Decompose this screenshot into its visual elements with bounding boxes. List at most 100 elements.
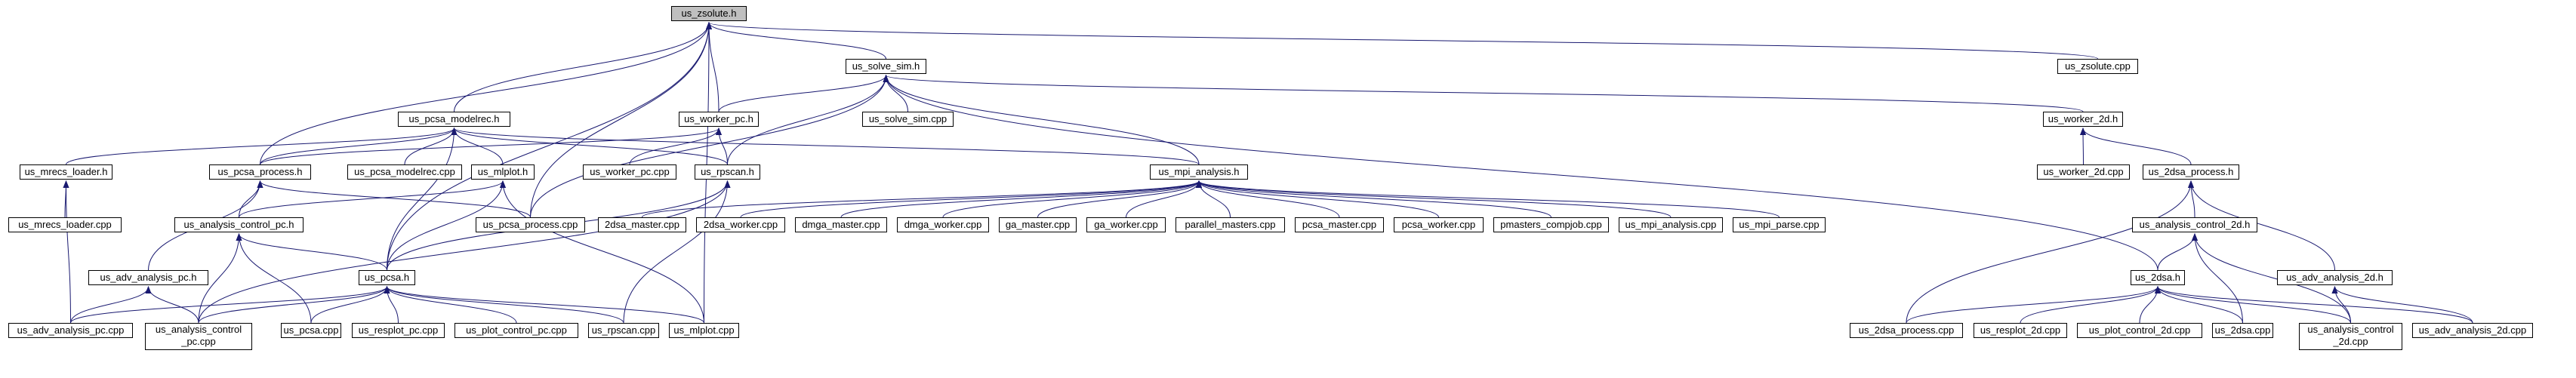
node-us-mrecs-loader-cpp[interactable]: us_mrecs_loader.cpp <box>8 217 122 232</box>
node-label: ga_master.cpp <box>1005 219 1071 230</box>
node-us-pcsa-cpp[interactable]: us_pcsa.cpp <box>281 323 341 338</box>
node-us-rpscan-cpp[interactable]: us_rpscan.cpp <box>588 323 659 338</box>
node-label: us_mlplot.cpp <box>673 324 735 336</box>
edge-us-pcsa-modelrec-h-to-us-zsolute-h <box>454 22 712 112</box>
edge-us-adv-analysis-pc-cpp-to-us-pcsa-h <box>70 286 390 324</box>
node-us-worker-pc-cpp[interactable]: us_worker_pc.cpp <box>583 164 676 180</box>
node-ga-worker-cpp[interactable]: ga_worker.cpp <box>1086 217 1166 232</box>
node-pcsa-master-cpp[interactable]: pcsa_master.cpp <box>1295 217 1384 232</box>
node-label: _2d.cpp <box>2333 336 2368 347</box>
node-us-analysis-control-2d-h[interactable]: us_analysis_control_2d.h <box>2132 217 2257 232</box>
node-label: 2dsa_worker.cpp <box>703 219 778 230</box>
node-pcsa-worker-cpp[interactable]: pcsa_worker.cpp <box>1394 217 1484 232</box>
node-us-mpi-parse-cpp[interactable]: us_mpi_parse.cpp <box>1733 217 1826 232</box>
node-us-2dsa-process-cpp[interactable]: us_2dsa_process.cpp <box>1850 323 1963 338</box>
node-label: us_mpi_analysis.cpp <box>1625 219 1717 230</box>
edge-us-2dsa-process-h-to-us-worker-2d-h <box>2080 128 2192 165</box>
edge-us-analysis-control-pc-cpp-to-us-pcsa-h <box>198 286 390 324</box>
node-us-pcsa-process-cpp[interactable]: us_pcsa_process.cpp <box>476 217 585 232</box>
node-label: ga_worker.cpp <box>1094 219 1158 230</box>
edge-us-pcsa-h-to-us-mlplot-h <box>387 180 506 271</box>
node-us-resplot-2d-cpp[interactable]: us_resplot_2d.cpp <box>1974 323 2067 338</box>
node-us-mpi-analysis-h[interactable]: us_mpi_analysis.h <box>1150 164 1248 180</box>
edge-us-2dsa-cpp-to-us-analysis-control-2d-h <box>2192 233 2243 324</box>
edge-us-pcsa-process-cpp-to-us-pcsa-process-h <box>257 180 531 218</box>
node-us-adv-analysis-2d-cpp[interactable]: us_adv_analysis_2d.cpp <box>2412 323 2533 338</box>
edge-us-pcsa-h-to-us-zsolute-h <box>387 22 712 271</box>
edge-us-worker-pc-h-to-us-zsolute-h <box>706 22 719 112</box>
node-us-pcsa-modelrec-cpp[interactable]: us_pcsa_modelrec.cpp <box>347 164 462 180</box>
node-label: us_worker_pc.h <box>684 113 753 124</box>
edge-dmga-master-cpp-to-us-mpi-analysis-h <box>840 180 1202 218</box>
node-label: us_2dsa.cpp <box>2214 324 2271 336</box>
edge-us-rpscan-cpp-to-us-pcsa-h <box>384 286 624 324</box>
node-us-analysis-control-2d-cpp[interactable]: us_analysis_control_2d.cpp <box>2299 323 2402 350</box>
node-us-mlplot-cpp[interactable]: us_mlplot.cpp <box>669 323 739 338</box>
node-us-rpscan-h[interactable]: us_rpscan.h <box>695 164 760 180</box>
edge-us-resplot-2d-cpp-to-us-2dsa-h <box>2020 286 2161 324</box>
node-label: dmga_master.cpp <box>802 219 880 230</box>
node-us-solve-sim-cpp[interactable]: us_solve_sim.cpp <box>862 112 954 127</box>
edge-us-plot-control-pc-cpp-to-us-pcsa-h <box>384 286 517 324</box>
node-us-worker-2d-cpp[interactable]: us_worker_2d.cpp <box>2037 164 2130 180</box>
node-label: us_resplot_2d.cpp <box>1980 324 2061 336</box>
edge-us-mrecs-loader-h-to-us-pcsa-modelrec-h <box>66 128 458 165</box>
node-2dsa-worker-cpp[interactable]: 2dsa_worker.cpp <box>696 217 785 232</box>
edge-us-adv-analysis-pc-cpp-to-us-adv-analysis-pc-h <box>70 286 152 324</box>
node-dmga-master-cpp[interactable]: dmga_master.cpp <box>795 217 887 232</box>
node-us-adv-analysis-pc-cpp[interactable]: us_adv_analysis_pc.cpp <box>8 323 133 338</box>
edge-us-mpi-analysis-cpp-to-us-mpi-analysis-h <box>1196 180 1672 218</box>
node-parallel-masters-cpp[interactable]: parallel_masters.cpp <box>1176 217 1285 232</box>
node-us-pcsa-process-h[interactable]: us_pcsa_process.h <box>209 164 311 180</box>
node-us-solve-sim-h[interactable]: us_solve_sim.h <box>846 59 926 74</box>
edge-us-analysis-control-pc-h-to-us-mlplot-h <box>239 180 506 218</box>
edge-us-zsolute-cpp-to-us-zsolute-h <box>706 22 2098 60</box>
node-us-mlplot-h[interactable]: us_mlplot.h <box>471 164 535 180</box>
node-label: us_adv_analysis_pc.cpp <box>17 324 125 336</box>
node-us-analysis-control-pc-h[interactable]: us_analysis_control_pc.h <box>174 217 304 232</box>
node-us-mrecs-loader-h[interactable]: us_mrecs_loader.h <box>20 164 112 180</box>
node-pmasters-compjob-cpp[interactable]: pmasters_compjob.cpp <box>1493 217 1609 232</box>
node-us-zsolute-h[interactable]: us_zsolute.h <box>671 6 747 21</box>
node-2dsa-master-cpp[interactable]: 2dsa_master.cpp <box>598 217 686 232</box>
node-label: us_rpscan.h <box>701 166 754 177</box>
node-us-pcsa-h[interactable]: us_pcsa.h <box>359 270 415 285</box>
node-us-plot-control-2d-cpp[interactable]: us_plot_control_2d.cpp <box>2077 323 2202 338</box>
node-us-zsolute-cpp[interactable]: us_zsolute.cpp <box>2057 59 2138 74</box>
node-us-adv-analysis-2d-h[interactable]: us_adv_analysis_2d.h <box>2277 270 2393 285</box>
edge-us-analysis-control-2d-cpp-to-us-adv-analysis-2d-h <box>2331 286 2351 324</box>
node-us-mpi-analysis-cpp[interactable]: us_mpi_analysis.cpp <box>1619 217 1723 232</box>
node-us-pcsa-modelrec-h[interactable]: us_pcsa_modelrec.h <box>398 112 510 127</box>
edge-us-mpi-analysis-h-to-us-solve-sim-h <box>883 75 1200 165</box>
node-us-2dsa-cpp[interactable]: us_2dsa.cpp <box>2212 323 2273 338</box>
node-us-analysis-control-pc-cpp[interactable]: us_analysis_control_pc.cpp <box>145 323 252 350</box>
node-label: us_pcsa.h <box>364 272 410 283</box>
node-label: pmasters_compjob.cpp <box>1500 219 1602 230</box>
node-dmga-worker-cpp[interactable]: dmga_worker.cpp <box>897 217 989 232</box>
node-us-adv-analysis-pc-h[interactable]: us_adv_analysis_pc.h <box>88 270 208 285</box>
edge-us-worker-2d-h-to-us-solve-sim-h <box>883 75 2084 112</box>
edge-us-analysis-control-pc-h-to-us-pcsa-process-h <box>239 180 263 218</box>
node-label: us_resplot_pc.cpp <box>358 324 439 336</box>
node-us-worker-2d-h[interactable]: us_worker_2d.h <box>2043 112 2123 127</box>
node-label: us_analysis_control <box>155 324 242 335</box>
node-label: us_worker_2d.h <box>2048 113 2118 124</box>
node-label: us_mlplot.h <box>477 166 528 177</box>
edge-us-rpscan-h-to-us-solve-sim-h <box>727 75 889 165</box>
edge-us-solve-sim-cpp-to-us-solve-sim-h <box>883 75 908 112</box>
edge-pmasters-compjob-cpp-to-us-mpi-analysis-h <box>1196 180 1551 218</box>
node-us-2dsa-h[interactable]: us_2dsa.h <box>2131 270 2185 285</box>
node-us-worker-pc-h[interactable]: us_worker_pc.h <box>679 112 759 127</box>
edge-us-adv-analysis-pc-cpp-to-us-mrecs-loader-h <box>63 180 71 324</box>
node-label: pcsa_worker.cpp <box>1401 219 1476 230</box>
edge-us-analysis-control-pc-cpp-to-us-adv-analysis-pc-h <box>145 286 199 324</box>
node-label: us_mpi_parse.cpp <box>1739 219 1820 230</box>
node-ga-master-cpp[interactable]: ga_master.cpp <box>999 217 1077 232</box>
node-us-2dsa-process-h[interactable]: us_2dsa_process.h <box>2143 164 2239 180</box>
node-us-resplot-pc-cpp[interactable]: us_resplot_pc.cpp <box>352 323 445 338</box>
edge-us-pcsa-h-to-us-analysis-control-pc-h <box>236 233 387 271</box>
node-us-plot-control-pc-cpp[interactable]: us_plot_control_pc.cpp <box>454 323 578 338</box>
edge-us-adv-analysis-2d-cpp-to-us-2dsa-h <box>2155 286 2473 324</box>
